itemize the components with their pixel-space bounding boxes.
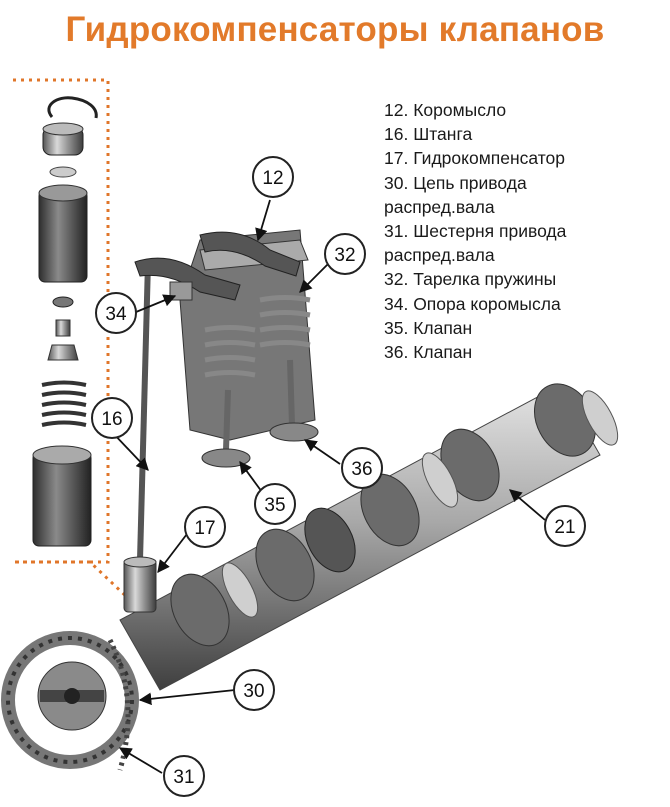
- callout-32: 32: [324, 233, 366, 275]
- svg-text:21: 21: [554, 517, 575, 538]
- parts-legend: 12. Коромысло 16. Штанга 17. Гидрокомпен…: [384, 98, 670, 364]
- svg-text:30: 30: [243, 681, 264, 702]
- timing-chain: [107, 638, 131, 771]
- callout-31: 31: [163, 755, 205, 797]
- svg-text:34: 34: [105, 304, 127, 325]
- legend-item-36: 36. Клапан: [384, 342, 473, 363]
- camshaft: [119, 383, 619, 691]
- legend-item-16: 16. Штанга: [384, 124, 473, 145]
- svg-text:16: 16: [101, 409, 122, 430]
- hydraulic-lifter: [123, 559, 157, 613]
- retaining-clip-icon: [47, 96, 98, 119]
- legend-item-12: 12. Коромысло: [384, 100, 507, 120]
- valve-springs: [204, 295, 311, 378]
- legend-item-32: 32. Тарелка пружины: [384, 269, 557, 290]
- cylinder-head-cutaway: [134, 229, 319, 468]
- svg-text:31: 31: [173, 767, 194, 788]
- legend-item-35: 35. Клапан: [384, 317, 473, 338]
- callout-36: 36: [341, 447, 383, 489]
- leader-lines: [111, 199, 546, 774]
- lifter-body: [32, 451, 92, 547]
- lifter-plunger: [38, 189, 88, 283]
- diagram-title: Гидрокомпенсаторы клапанов: [65, 10, 605, 49]
- callout-12: 12: [252, 156, 294, 198]
- legend-item-30: 30. Цепь привода распред.вала: [384, 172, 527, 217]
- drive-sprocket: [1, 631, 139, 771]
- push-rod-assembly: [123, 261, 157, 613]
- lifter-spring: [41, 380, 87, 427]
- callout-34: 34: [95, 292, 137, 334]
- distributor-gear: [304, 507, 356, 573]
- svg-text:17: 17: [194, 518, 215, 539]
- callout-35: 35: [254, 483, 296, 525]
- legend-item-34: 34. Опора коромысла: [384, 293, 561, 314]
- legend-item-31: 31. Шестерня привода распред.вала: [384, 221, 567, 266]
- svg-text:36: 36: [351, 459, 372, 480]
- valve-head: [201, 448, 251, 468]
- lifter-exploded-parts: [32, 96, 98, 547]
- svg-text:12: 12: [262, 168, 283, 189]
- callout-17: 17: [184, 506, 226, 548]
- callout-16: 16: [91, 397, 133, 439]
- legend-item-17: 17. Гидрокомпенсатор: [384, 148, 566, 169]
- callout-30: 30: [233, 669, 275, 711]
- svg-text:32: 32: [334, 245, 355, 266]
- callout-21: 21: [544, 505, 586, 547]
- rocker-arm: [134, 257, 241, 301]
- svg-text:35: 35: [264, 495, 285, 516]
- exploded-view-frame: [13, 78, 132, 602]
